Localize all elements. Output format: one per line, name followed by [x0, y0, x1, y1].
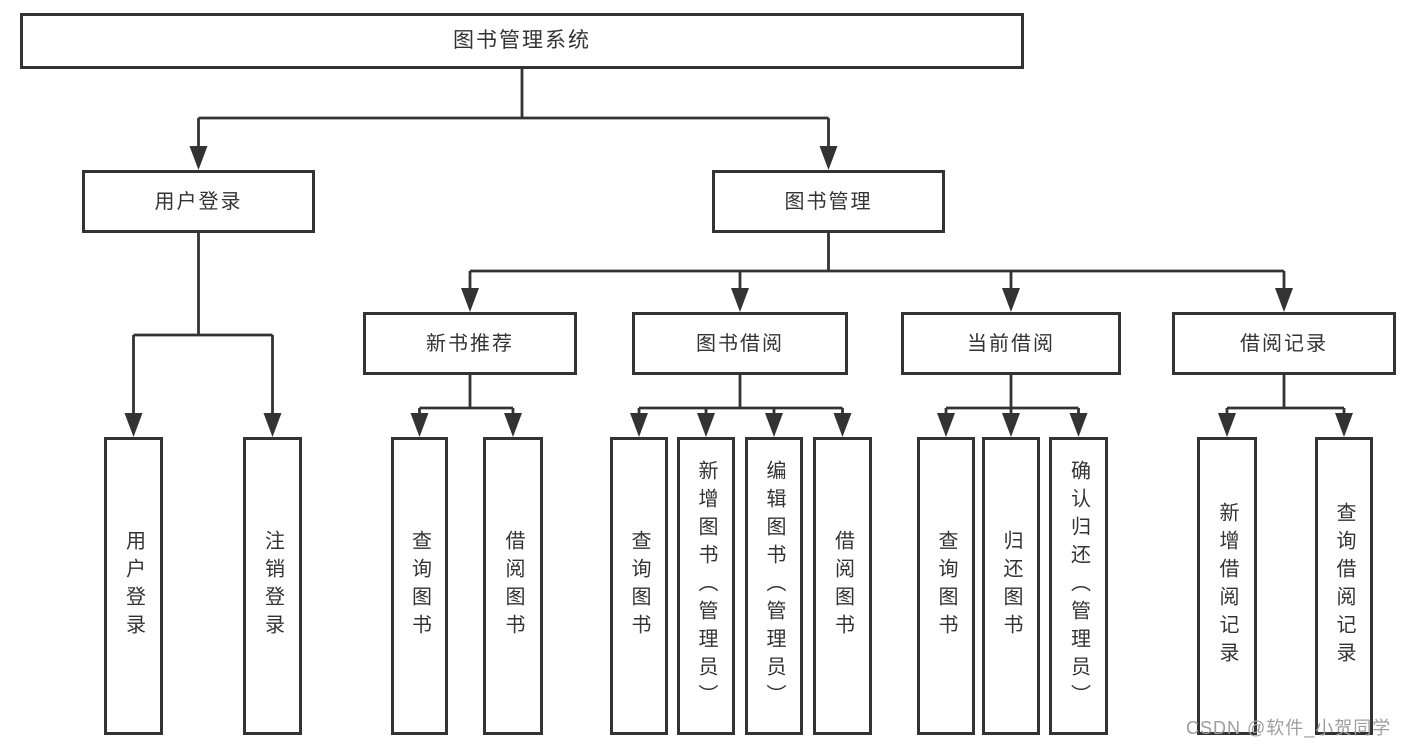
leaf-logout: 注销登录	[243, 437, 302, 735]
leaf-add-book-admin: 新增图书（管理员）	[677, 437, 735, 735]
node-current-borrowing: 当前借阅	[901, 312, 1121, 375]
node-book-management: 图书管理	[712, 170, 945, 233]
leaf-user-login: 用户登录	[104, 437, 163, 735]
leaf-query-books-recommend: 查询图书	[391, 437, 448, 735]
leaf-query-books-current: 查询图书	[917, 437, 975, 735]
leaf-borrow-books-borrowing: 借阅图书	[813, 437, 872, 735]
leaf-edit-book-admin: 编辑图书（管理员）	[745, 437, 803, 735]
leaf-query-books-borrowing: 查询图书	[610, 437, 668, 735]
leaf-add-borrow-record: 新增借阅记录	[1197, 437, 1257, 735]
leaf-return-books: 归还图书	[982, 437, 1040, 735]
node-user-login: 用户登录	[82, 170, 315, 233]
connector-arrow-shafts	[132, 118, 1346, 421]
node-borrowing-records: 借阅记录	[1172, 312, 1396, 375]
csdn-watermark: CSDN @软件_小贺同学	[1186, 718, 1392, 738]
leaf-confirm-return-admin: 确认归还（管理员）	[1049, 437, 1108, 735]
node-library-management-system: 图书管理系统	[20, 13, 1024, 69]
node-new-book-recommendation: 新书推荐	[363, 312, 577, 375]
leaf-borrow-books-recommend: 借阅图书	[483, 437, 543, 735]
leaf-query-borrow-record: 查询借阅记录	[1315, 437, 1373, 735]
node-book-borrowing: 图书借阅	[632, 312, 848, 375]
